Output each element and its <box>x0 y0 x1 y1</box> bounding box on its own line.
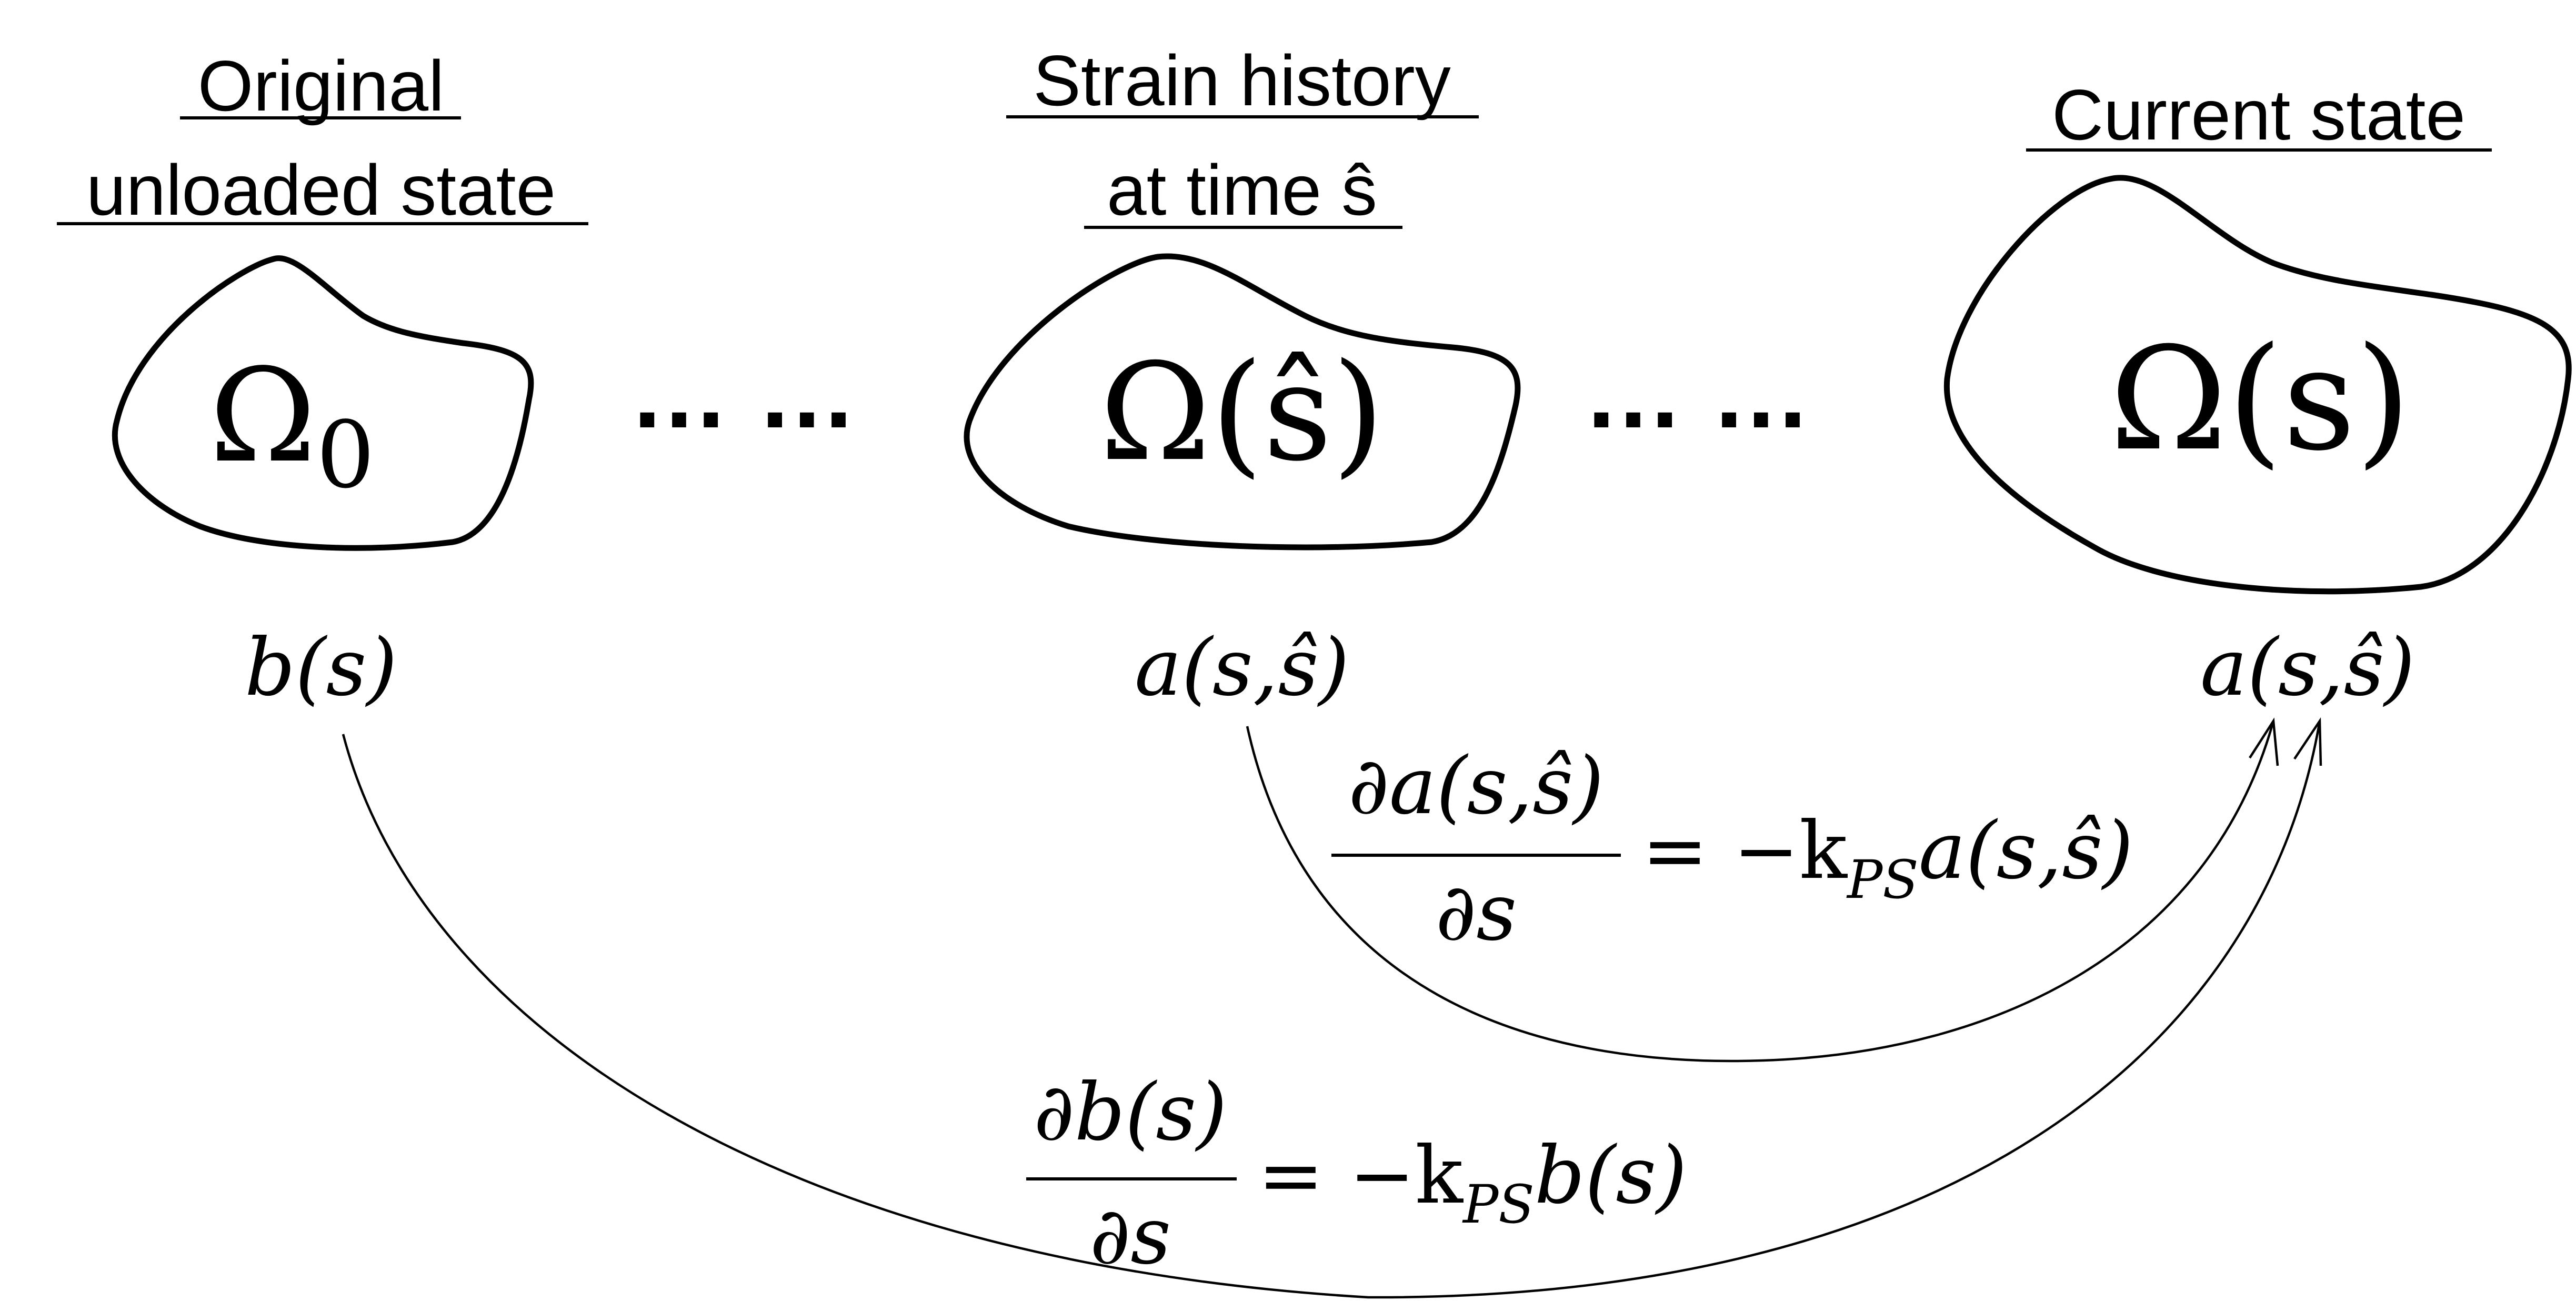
heading-original-line2: unloaded state <box>86 150 556 230</box>
decay-arc-a-arrowhead <box>2249 717 2279 766</box>
equation-a-denominator: ∂s <box>1436 867 1517 958</box>
region-original-outline <box>112 255 534 551</box>
heading-history-line2: at time ŝ <box>1107 150 1377 230</box>
equation-a-rhs: = −kPSa(s,ŝ) <box>1642 805 2133 910</box>
region-current-outline <box>1943 175 2572 595</box>
heading-current: Current state <box>2052 75 2465 155</box>
equation-a-numerator: ∂a(s,ŝ) <box>1348 740 1604 832</box>
heading-history-line1: Strain history <box>1033 41 1451 121</box>
decay-arc-b-arrowhead <box>2293 717 2322 766</box>
equation-b-numerator: ∂b(s) <box>1034 1067 1227 1158</box>
equation-b-rhs-subscript: PS <box>1462 1174 1535 1235</box>
quantity-b: b(s) <box>245 622 397 714</box>
region-original-symbol: Ω0 <box>209 341 375 509</box>
equation-b-denominator: ∂s <box>1090 1190 1171 1282</box>
quantity-a-history: a(s,ŝ) <box>1135 622 1349 714</box>
equation-a-rhs-subscript: PS <box>1846 849 1919 910</box>
heading-original-line1: Original <box>198 46 445 126</box>
decay-arc-b <box>342 720 2321 1299</box>
ellipsis-left: … … <box>629 337 857 449</box>
region-original-subscript: 0 <box>316 402 375 509</box>
decay-arc-a <box>1246 720 2275 1063</box>
ellipsis-right: … … <box>1583 337 1811 449</box>
region-current-symbol: Ω(s) <box>2109 316 2411 482</box>
equation-b-rhs: = −kPSb(s) <box>1258 1130 1687 1235</box>
equation-b: ∂b(s) ∂s = −kPSb(s) <box>1026 1067 1687 1282</box>
quantity-a-current: a(s,ŝ) <box>2200 622 2415 714</box>
region-history-outline <box>964 253 1521 551</box>
equation-a: ∂a(s,ŝ) ∂s = −kPSa(s,ŝ) <box>1331 740 2133 958</box>
region-history-symbol: Ω(ŝ) <box>1099 335 1384 491</box>
